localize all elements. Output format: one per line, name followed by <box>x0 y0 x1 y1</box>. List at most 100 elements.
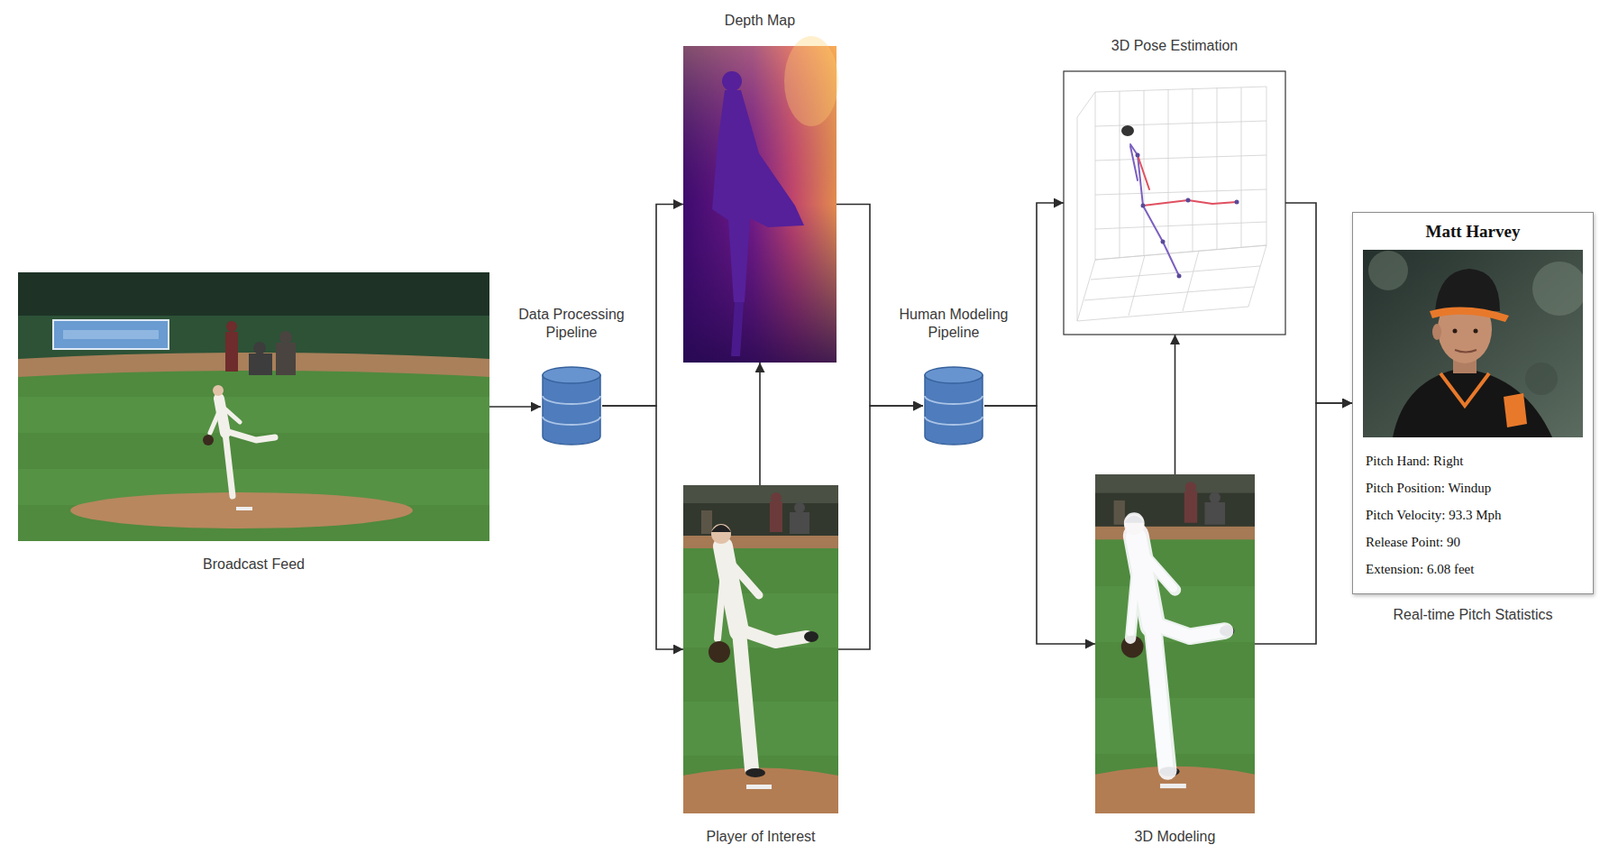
illustration-part <box>1168 89 1170 254</box>
illustration-part <box>1186 198 1191 203</box>
flow-arrow <box>758 362 761 485</box>
illustration-part <box>1177 274 1182 279</box>
node-caption: Real-time Pitch Statistics <box>1393 605 1554 624</box>
cylinder-band <box>924 416 983 425</box>
body-mesh-overlay <box>1125 513 1226 770</box>
illustration-part <box>1368 250 1408 291</box>
node-caption: Player of Interest <box>706 827 816 846</box>
illustration-part <box>212 384 224 396</box>
illustration-part <box>1130 144 1180 276</box>
illustration-part <box>1145 556 1176 590</box>
caption-text: Player of Interest <box>706 827 816 846</box>
illustration-part <box>1152 624 1168 770</box>
illustration-part <box>1084 286 1254 301</box>
illustration-part <box>1392 367 1553 438</box>
stat-line: Pitch Position: Windup <box>1365 474 1581 502</box>
illustration-part <box>1525 362 1558 395</box>
stats-card: Matt HarveyPitch Hand: RightPitch Positi… <box>1352 211 1594 595</box>
stat-line: Pitch Hand: Right <box>1365 447 1581 475</box>
illustration-part <box>18 315 490 359</box>
pitcher-photo <box>1362 249 1583 438</box>
node-caption: 3D Pose Estimation <box>1111 36 1239 55</box>
database-cylinder-outline <box>923 365 985 447</box>
player-name: Matt Harvey <box>1353 212 1593 251</box>
caption-text: Real-time Pitch Statistics <box>1393 605 1554 624</box>
illustration-part <box>1095 189 1267 195</box>
cylinder-top <box>924 366 983 384</box>
illustration-part <box>18 396 490 433</box>
flow-arrow <box>984 405 1096 644</box>
caption-text: Depth Map <box>724 11 796 30</box>
cylinder-band <box>924 395 983 404</box>
illustration-part <box>1161 239 1166 245</box>
flow-arrow <box>1174 334 1177 475</box>
image-panel: 3D Modeling <box>1095 474 1255 814</box>
node-caption: Broadcast Feed <box>202 555 305 574</box>
node-caption: Human Modeling Pipeline <box>886 305 1022 342</box>
illustration-part <box>253 341 266 355</box>
illustration-part <box>1130 144 1237 276</box>
illustration-part <box>1063 71 1286 335</box>
illustration-part <box>1453 329 1458 334</box>
stat-line: Extension: 6.08 feet <box>1365 555 1581 583</box>
database-cylinder: Human Modeling Pipeline <box>923 365 985 447</box>
illustration-part <box>1095 86 1267 260</box>
illustration-part <box>236 506 253 511</box>
flow-arrow <box>1285 202 1353 403</box>
flow-arrow <box>984 202 1064 406</box>
illustration-part <box>722 71 742 92</box>
illustration-part <box>1130 556 1138 639</box>
illustration-part <box>1077 91 1096 118</box>
illustration-part <box>223 407 240 422</box>
illustration-part <box>210 407 221 433</box>
node-caption: Depth Map <box>724 11 796 30</box>
illustration-part <box>1432 323 1442 340</box>
stat-line: Pitch Velocity: 93.3 Mph <box>1365 501 1581 529</box>
stats-list: Pitch Hand: RightPitch Position: WindupP… <box>1353 438 1593 583</box>
image-panel: Broadcast Feed <box>18 272 490 541</box>
depth-map-image <box>683 36 839 363</box>
illustration-part <box>63 329 159 339</box>
illustration-part <box>1130 146 1138 181</box>
cylinder-top <box>542 366 601 384</box>
illustration-part <box>1216 87 1218 250</box>
illustration-part <box>1135 153 1240 279</box>
flow-arrow <box>602 204 684 407</box>
illustration-part <box>219 398 226 433</box>
card-heading: Matt Harvey <box>1353 212 1593 251</box>
modeling-image <box>1095 474 1255 814</box>
illustration-part <box>1141 203 1146 209</box>
flow-arrow <box>1254 402 1353 644</box>
flow-arrow <box>836 204 924 407</box>
illustration-part <box>1125 513 1143 531</box>
illustration-part <box>1473 329 1479 334</box>
stat-line: Release Point: 90 <box>1365 528 1581 556</box>
illustration-part <box>1077 245 1267 321</box>
illustration-part <box>225 430 275 440</box>
illustration-part <box>18 272 490 316</box>
illustration-part <box>1234 200 1240 205</box>
caption-text: 3D Pose Estimation <box>1111 36 1239 55</box>
illustration-part <box>18 272 490 541</box>
caption-text: Broadcast Feed <box>202 555 305 574</box>
illustration-part <box>731 301 744 357</box>
illustration-part <box>1182 250 1199 311</box>
cylinder-band <box>542 395 601 404</box>
illustration-part <box>279 330 293 344</box>
illustration-part <box>1192 88 1194 252</box>
illustration-part <box>1503 393 1527 428</box>
illustration-part <box>1440 373 1490 406</box>
illustration-part <box>275 342 296 375</box>
illustration-part <box>226 320 238 332</box>
illustration-part <box>1077 86 1267 321</box>
database-cylinder-outline <box>540 365 603 447</box>
cylinder-body <box>924 374 983 445</box>
illustration-part <box>1532 261 1583 316</box>
illustration-part <box>202 434 214 446</box>
illustration-part <box>1095 120 1267 127</box>
illustration-part <box>1077 117 1079 321</box>
player-of-interest-image <box>683 484 839 814</box>
